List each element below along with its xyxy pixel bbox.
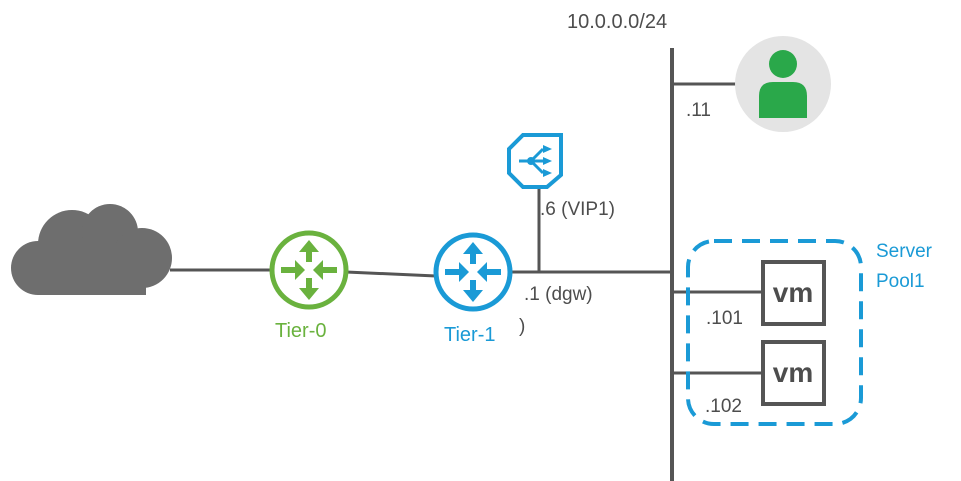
gateway-ip-label: .1 (dgw) — [524, 284, 593, 305]
server-pool-label-line1: Server — [876, 241, 933, 262]
vm-server-2-label: vm — [773, 357, 813, 388]
tier0-label: Tier-0 — [275, 320, 326, 342]
client-ip-label: .11 — [686, 100, 711, 121]
vm-server-1-box — [761, 260, 826, 326]
subnet-label: 10.0.0.0/24 — [567, 11, 667, 33]
vm-server-2-box — [761, 340, 826, 406]
cloud-icon — [11, 204, 172, 295]
client-user-icon — [735, 36, 831, 132]
tier1-label: Tier-1 — [444, 324, 495, 346]
server2-ip-label: .102 — [705, 396, 742, 417]
tier0-router-icon — [269, 230, 349, 310]
load-balancer-icon — [507, 133, 563, 189]
lb-vip-label: .6 (VIP1) — [540, 199, 615, 220]
tier0-to-tier1-link — [345, 270, 437, 278]
server1-ip-label: .101 — [706, 308, 743, 329]
tier1-router-icon — [433, 232, 513, 312]
server-pool-label-line2: Pool1 — [876, 271, 925, 292]
server-pool-boundary — [686, 239, 863, 426]
stray-paren: ) — [519, 316, 525, 337]
vm-server-1-label: vm — [773, 277, 813, 308]
